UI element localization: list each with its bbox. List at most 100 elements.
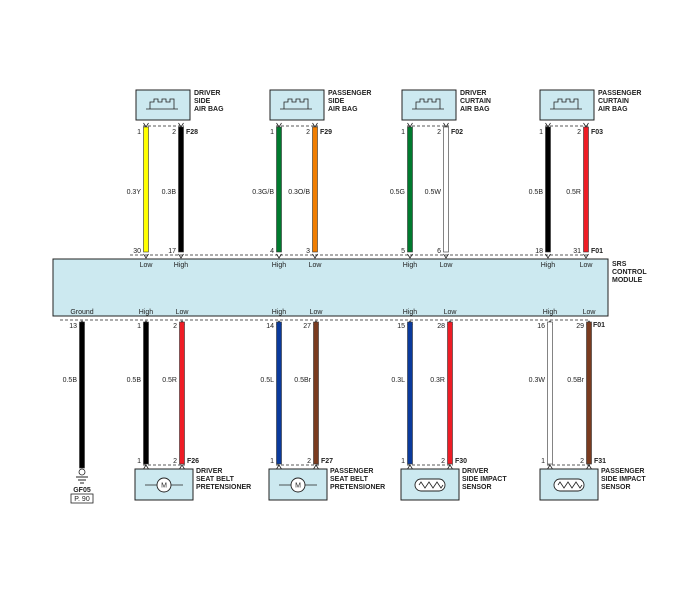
connector-label: F27 <box>321 458 333 465</box>
wire-body <box>143 126 149 253</box>
connector-label: F26 <box>187 458 199 465</box>
module-name-line: MODULE <box>612 277 643 284</box>
component-name-line: PASSENGER <box>598 90 641 97</box>
component-name-line: PRETENSIONER <box>196 484 251 491</box>
wire <box>545 126 551 253</box>
component-name-line: SEAT BELT <box>330 476 369 483</box>
component-pin-number: 2 <box>172 129 176 136</box>
component-name-line: SEAT BELT <box>196 476 235 483</box>
module-pin-number: 28 <box>437 323 445 330</box>
page-ref-box <box>70 493 94 504</box>
module-pin-number: 17 <box>168 248 176 255</box>
wire-label: 0.3G/B <box>252 189 274 196</box>
wire <box>447 321 453 465</box>
signal-label: Low <box>444 309 458 316</box>
module-pin-number: 29 <box>576 323 584 330</box>
signal-label: High <box>403 262 418 269</box>
module-pin-number: 30 <box>133 248 141 255</box>
wire-label: 0.5L <box>260 377 274 384</box>
pin-arrow-icon <box>407 253 413 259</box>
wire <box>586 321 592 465</box>
module-pin-number: 27 <box>303 323 311 330</box>
pin-arrow-icon <box>547 464 553 470</box>
signal-label: High <box>272 309 287 316</box>
signal-label: High <box>272 262 287 269</box>
airbag-box <box>539 89 595 121</box>
airbag-squib-icon <box>412 98 444 110</box>
signal-label: Low <box>580 262 594 269</box>
wire-body <box>79 321 85 469</box>
pin-arrow-icon <box>276 253 282 259</box>
module-pin-number: 16 <box>537 323 545 330</box>
pin-arrow-icon <box>443 253 449 259</box>
connector-label: F03 <box>591 129 603 136</box>
signal-label: High <box>403 309 418 316</box>
component-pin-number: 2 <box>441 458 445 465</box>
component-name-line: PASSENGER <box>328 90 371 97</box>
signal-label: Low <box>310 309 324 316</box>
wire-body <box>276 321 282 465</box>
airbag-box <box>135 89 191 121</box>
wire-label: 0.5B <box>529 189 544 196</box>
pin-arrow-icon <box>447 464 453 470</box>
impact-sensor-icon <box>414 478 446 492</box>
wire-label: 0.5R <box>566 189 581 196</box>
module-pin-number: 2 <box>173 323 177 330</box>
module-top-connector: F01 <box>591 248 603 255</box>
component-name-line: SIDE <box>194 98 211 105</box>
wire <box>313 321 319 465</box>
connector-label: F29 <box>320 129 332 136</box>
signal-label: Low <box>440 262 454 269</box>
component-name-line: DRIVER <box>460 90 486 97</box>
component-pin-number: 2 <box>307 458 311 465</box>
wire-body <box>313 321 319 465</box>
wire-body <box>583 126 589 253</box>
motor-icon-text: M <box>295 483 301 490</box>
component-name-line: SIDE IMPACT <box>462 476 507 483</box>
component-name-line: DRIVER <box>194 90 220 97</box>
component-name-line: CURTAIN <box>460 98 491 105</box>
component-pin-number: 1 <box>137 458 141 465</box>
pin-arrow-icon <box>143 253 149 259</box>
module-pin-number: 15 <box>397 323 405 330</box>
motor-icon-text: M <box>161 483 167 490</box>
wire-body <box>178 126 184 253</box>
wire-label: 0.5Br <box>294 377 311 384</box>
wire-body <box>447 321 453 465</box>
component-pin-number: 2 <box>437 129 441 136</box>
component-pin-number: 1 <box>401 129 405 136</box>
airbag-squib-icon <box>550 98 582 110</box>
wire-label: 0.5Br <box>567 377 584 384</box>
component-pin-number: 1 <box>539 129 543 136</box>
component-pin-number: 2 <box>577 129 581 136</box>
component-name-line: CURTAIN <box>598 98 629 105</box>
component-name-line: AIR BAG <box>598 106 628 113</box>
wire <box>143 321 149 465</box>
component-name-line: SIDE <box>328 98 345 105</box>
module-pin-number: 3 <box>306 248 310 255</box>
pin-arrow-icon <box>179 464 185 470</box>
module-pin-number: 1 <box>137 323 141 330</box>
srs-control-module-box <box>52 258 609 317</box>
component-name-line: PRETENSIONER <box>330 484 385 491</box>
signal-label: Low <box>309 262 323 269</box>
wire-body <box>547 321 553 465</box>
ground-name: GF05 <box>73 487 91 494</box>
module-pin-number: 14 <box>266 323 274 330</box>
signal-label: Low <box>140 262 154 269</box>
component-name-line: SIDE IMPACT <box>601 476 646 483</box>
wire <box>407 321 413 465</box>
motor-icon: M <box>279 477 317 493</box>
wire-label: 0.3B <box>162 189 177 196</box>
pin-arrow-icon <box>586 464 592 470</box>
ground-module-pin: 13 <box>69 323 77 330</box>
component-name-line: SENSOR <box>462 484 492 491</box>
motor-icon: M <box>145 477 183 493</box>
